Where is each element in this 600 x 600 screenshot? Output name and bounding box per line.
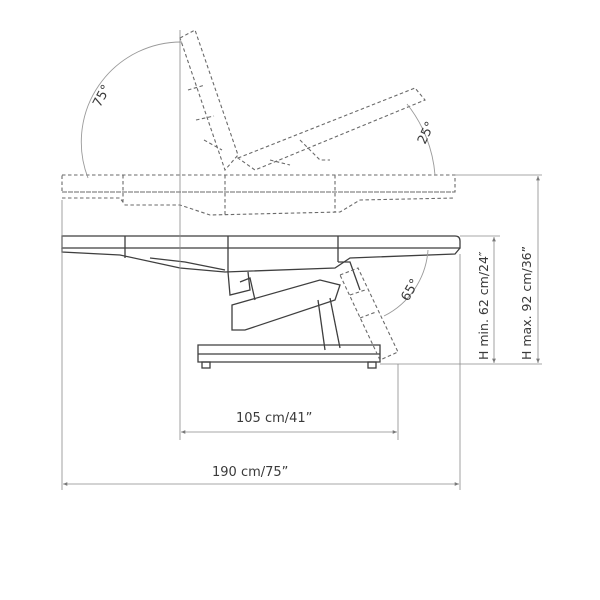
raised-bed-outline — [61, 29, 456, 216]
width-label: 105 cm/41” — [236, 411, 312, 426]
backrest-angle-arc — [80, 41, 183, 179]
leg-rest-angle-arc — [406, 103, 436, 176]
length-label: 190 cm/75” — [212, 465, 288, 480]
height-max-label: H max. 92 cm/36” — [519, 246, 534, 360]
lower-bed-outline — [61, 235, 461, 369]
foot-angle-arc — [383, 249, 429, 317]
foot-section-outline — [339, 267, 399, 361]
height-min-label: H min. 62 cm/24″ — [476, 251, 491, 360]
leg-rest-angle-label: 25° — [415, 119, 438, 146]
backrest-angle-label: 75° — [90, 82, 114, 109]
